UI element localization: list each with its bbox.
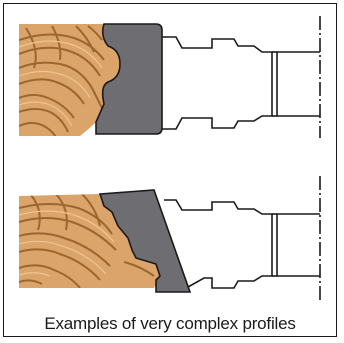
wood-workpiece-1	[19, 24, 120, 136]
cutter-2	[19, 176, 321, 302]
cutter-1	[19, 16, 321, 138]
cutter-body-2	[164, 176, 321, 302]
figure-caption: Examples of very complex profiles	[44, 314, 296, 333]
profile-cutter-illustration	[19, 16, 321, 302]
cutter-blade-1	[95, 23, 163, 135]
cutter-body-1	[162, 16, 321, 138]
figure-frame: Examples of very complex profiles	[3, 3, 337, 337]
cutter-blade-2	[98, 189, 192, 293]
